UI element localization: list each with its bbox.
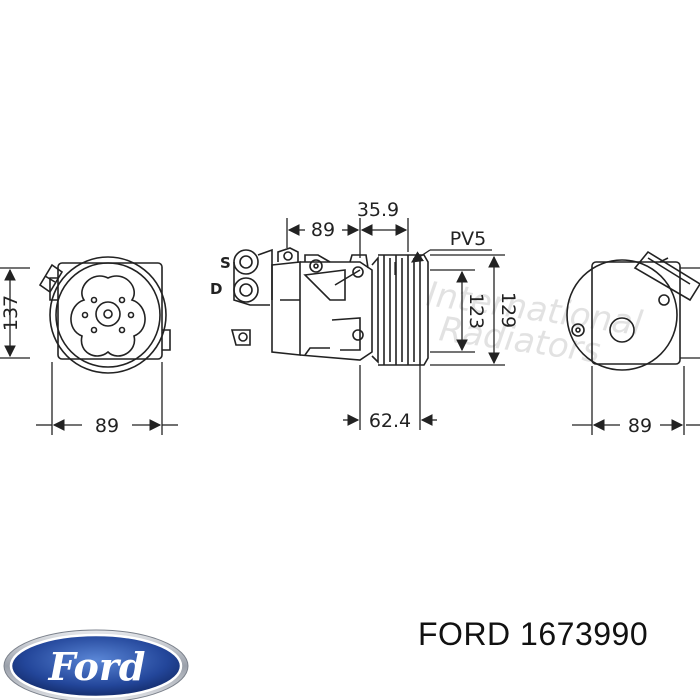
dim-right-width xyxy=(572,366,700,435)
label-pulley-outer: 129 xyxy=(497,292,519,328)
label-left-width: 89 xyxy=(95,415,119,437)
port-label-suction: S xyxy=(220,254,231,272)
rear-view xyxy=(566,250,700,371)
side-view xyxy=(230,247,429,366)
pv5-leader xyxy=(394,249,492,275)
label-top-width: 35.9 xyxy=(357,199,399,221)
dim-pulley xyxy=(430,254,505,366)
label-pulley-depth: 62.4 xyxy=(369,410,411,432)
ford-logo: Ford xyxy=(3,629,189,700)
port-label-discharge: D xyxy=(210,280,222,298)
label-top-offset: 89 xyxy=(311,219,335,241)
dim-right-height-stub xyxy=(680,267,700,359)
dim-top-width xyxy=(360,218,409,252)
label-pulley-type: PV5 xyxy=(450,228,487,250)
dim-left-width xyxy=(36,362,178,435)
dim-top-offset xyxy=(286,218,361,258)
ford-logo-text: Ford xyxy=(48,644,146,689)
label-left-height: 137 xyxy=(0,295,22,331)
dim-left-height xyxy=(0,267,30,359)
front-view xyxy=(38,256,171,374)
label-pulley-inner: 123 xyxy=(465,293,487,329)
dim-pulley-depth xyxy=(343,365,437,430)
product-title: FORD 1673990 xyxy=(418,616,649,652)
label-right-width: 89 xyxy=(628,415,652,437)
